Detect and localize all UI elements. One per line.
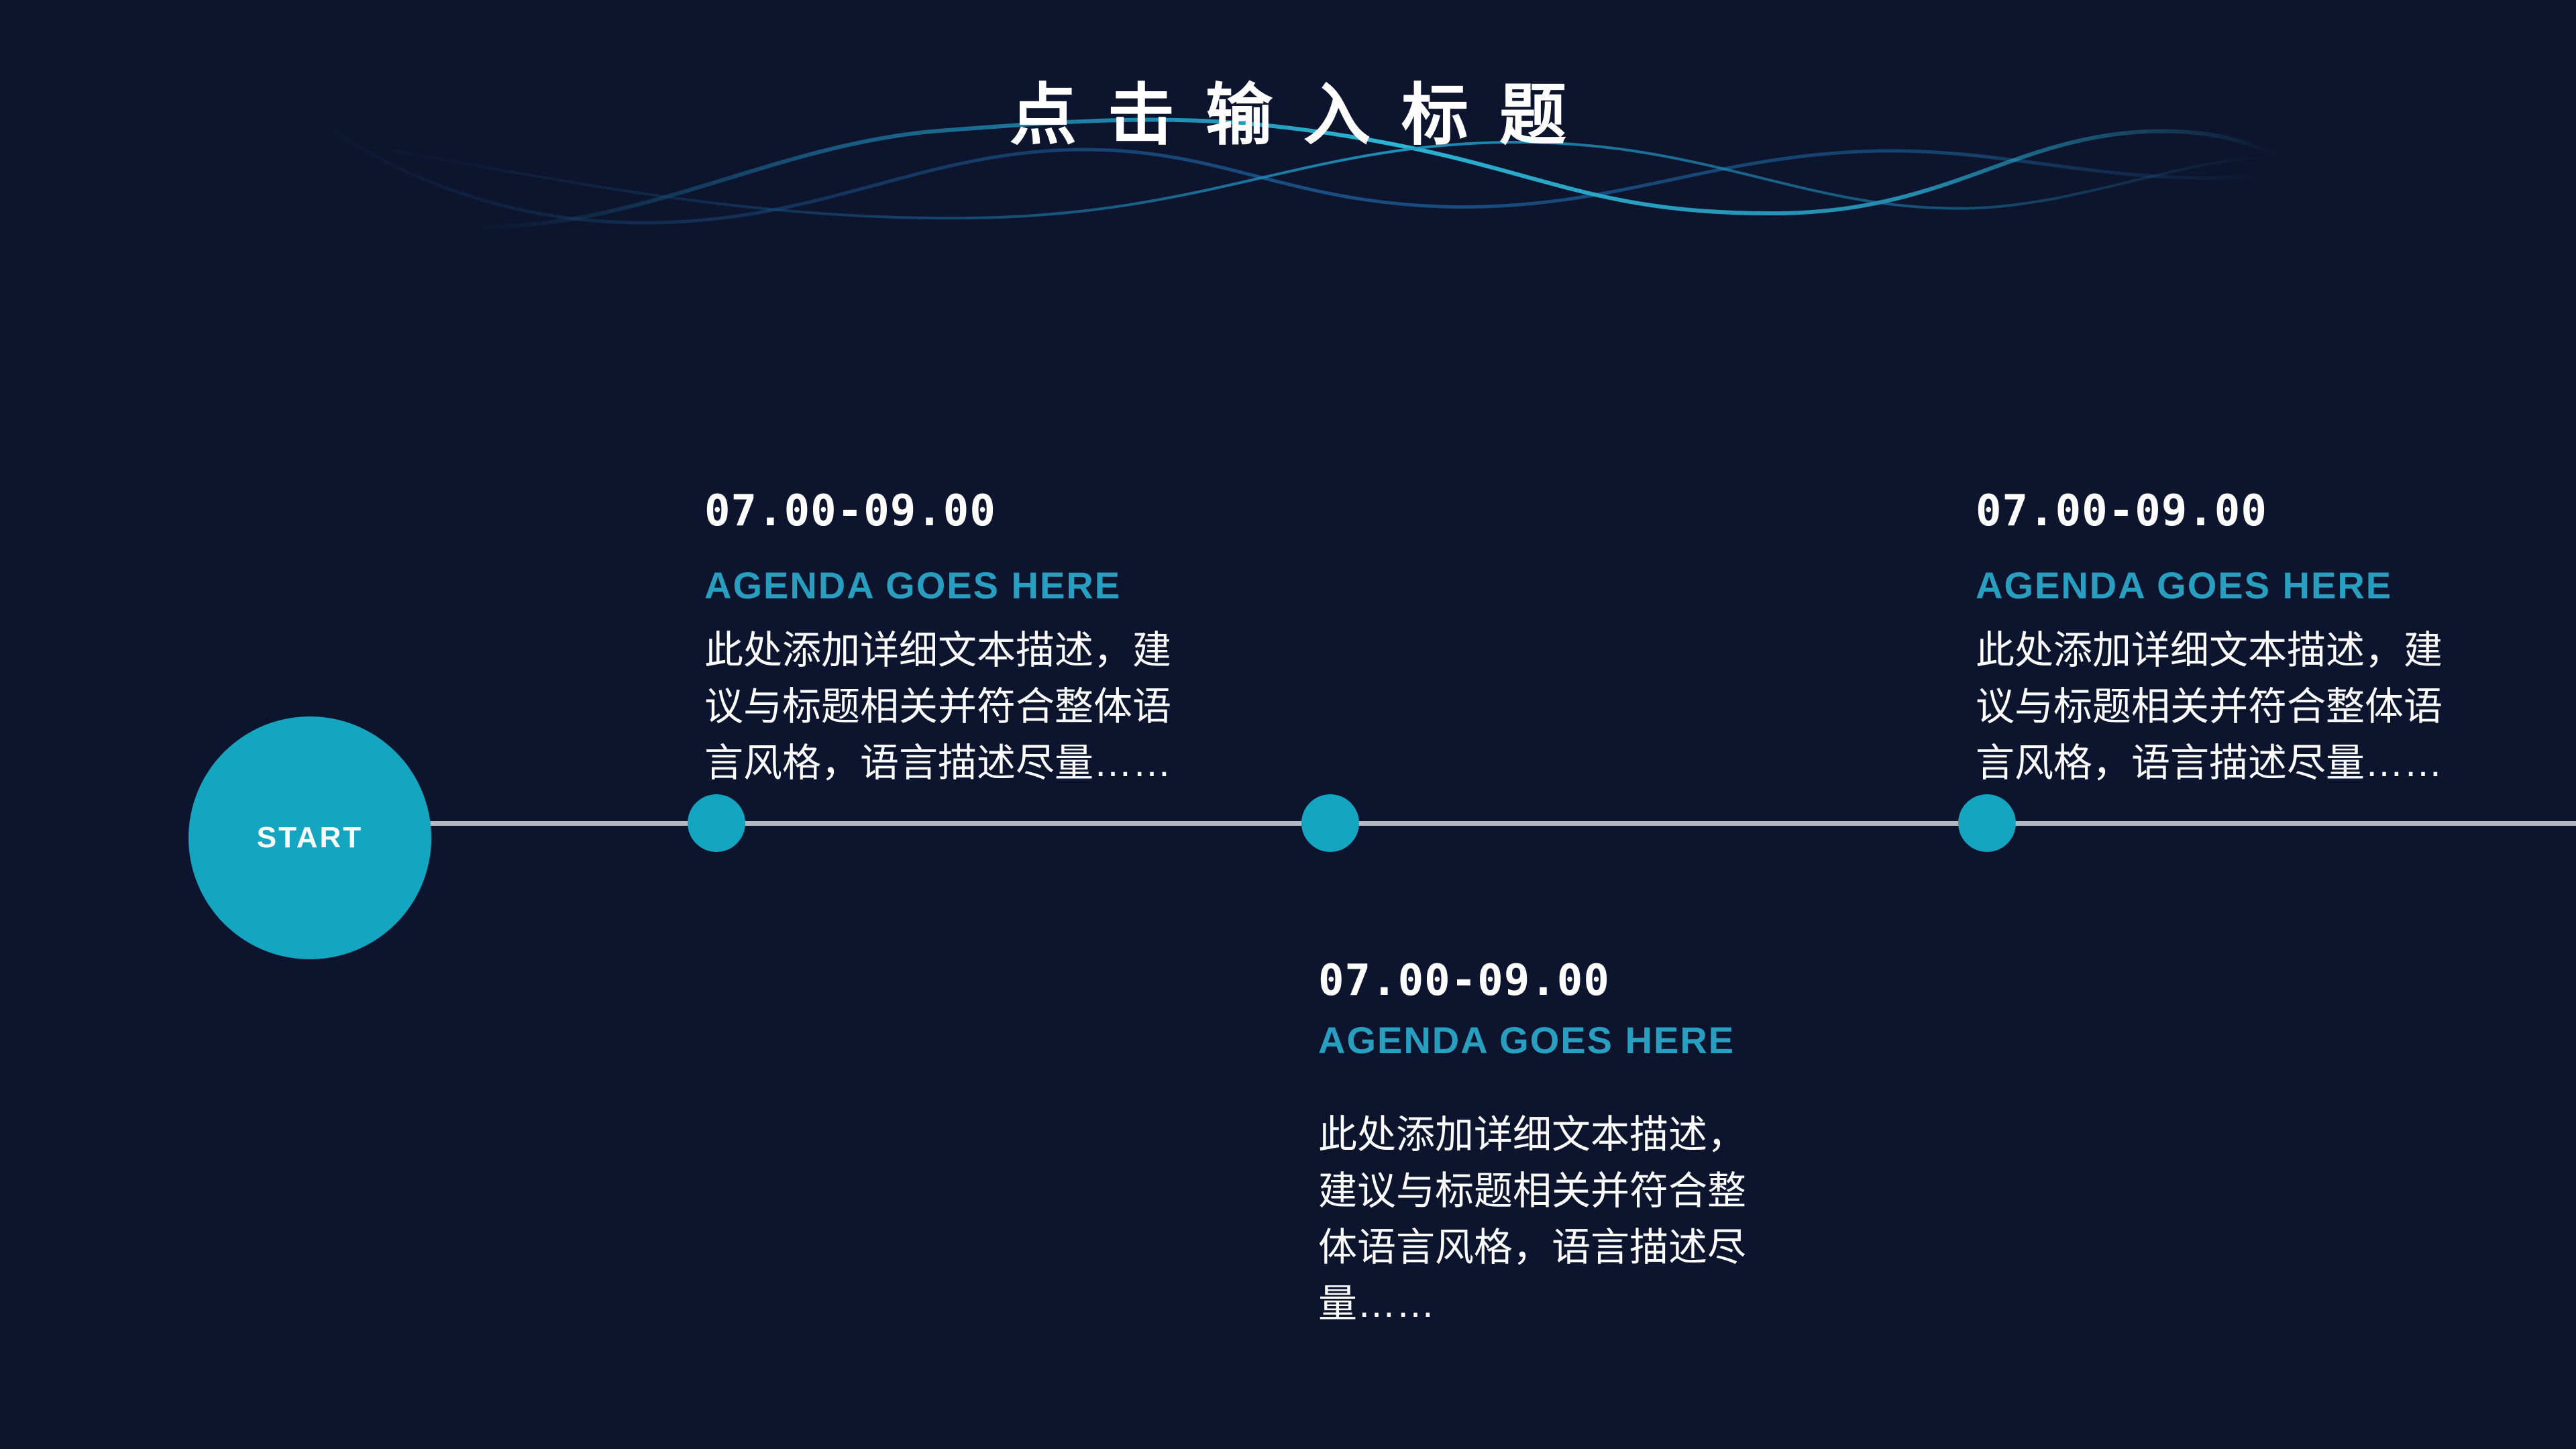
agenda-description[interactable]: 此处添加详细文本描述，建 议与标题相关并符合整体语 言风格，语言描述尽量…… — [1976, 623, 2443, 792]
start-circle[interactable]: START — [189, 716, 431, 959]
agenda-description-line: 此处添加详细文本描述，建 — [1976, 629, 2443, 672]
agenda-description-line: 议与标题相关并符合整体语 — [704, 685, 1172, 729]
timeline-dot-3 — [1958, 794, 2016, 852]
agenda-time[interactable]: 07.00-09.00 — [1976, 486, 2267, 536]
agenda-description-line: 议与标题相关并符合整体语 — [1976, 685, 2443, 729]
agenda-time[interactable]: 07.00-09.00 — [1318, 956, 1610, 1006]
agenda-description[interactable]: 此处添加详细文本描述， 建议与标题相关并符合整 体语言风格，语言描述尽 量…… — [1318, 1107, 1746, 1332]
agenda-description-line: 建议与标题相关并符合整 — [1318, 1169, 1747, 1213]
agenda-description-line: 言风格，语言描述尽量…… — [704, 741, 1172, 785]
timeline-dot-1 — [688, 794, 745, 852]
agenda-description-line: 此处添加详细文本描述，建 — [704, 629, 1172, 672]
start-label: START — [256, 821, 364, 854]
agenda-heading[interactable]: AGENDA GOES HERE — [1318, 1019, 1735, 1061]
timeline-line — [402, 821, 2576, 826]
slide-title[interactable]: 点击输入标题 — [1010, 78, 1597, 153]
agenda-item-3[interactable]: 07.00-09.00 AGENDA GOES HERE 此处添加详细文本描述，… — [1976, 486, 2443, 792]
agenda-item-1[interactable]: 07.00-09.00 AGENDA GOES HERE 此处添加详细文本描述，… — [704, 486, 1171, 792]
agenda-description-line: 此处添加详细文本描述， — [1318, 1113, 1747, 1157]
agenda-item-2[interactable]: 07.00-09.00 AGENDA GOES HERE 此处添加详细文本描述，… — [1318, 955, 1746, 1332]
agenda-description-line: 言风格，语言描述尽量…… — [1976, 741, 2443, 785]
agenda-heading[interactable]: AGENDA GOES HERE — [1976, 564, 2393, 606]
agenda-time[interactable]: 07.00-09.00 — [704, 486, 996, 536]
agenda-description-line: 体语言风格，语言描述尽 — [1318, 1226, 1747, 1269]
wave-decoration — [304, 111, 2279, 229]
timeline-dot-2 — [1301, 794, 1359, 852]
agenda-description-line: 量…… — [1318, 1282, 1436, 1326]
agenda-description[interactable]: 此处添加详细文本描述，建 议与标题相关并符合整体语 言风格，语言描述尽量…… — [704, 623, 1171, 792]
agenda-heading[interactable]: AGENDA GOES HERE — [704, 564, 1122, 606]
